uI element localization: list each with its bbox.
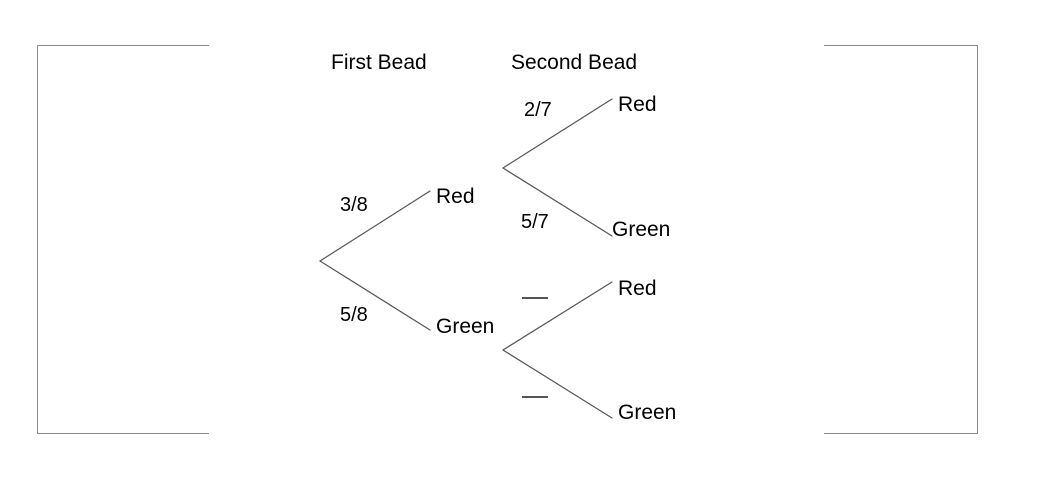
header-first-bead: First Bead	[331, 51, 427, 74]
probability-second-red-green: 5/7	[521, 211, 549, 233]
header-second-bead: Second Bead	[511, 51, 638, 74]
branch-red-green	[502, 167, 613, 237]
leaf-red-red: Red	[618, 93, 657, 116]
leaf-green-red: Red	[618, 277, 657, 300]
branch-root-red	[319, 190, 431, 262]
node-first-green: Green	[436, 315, 495, 338]
leaf-green-green: Green	[618, 401, 677, 424]
right-answer-box[interactable]	[824, 45, 978, 434]
branch-root-green	[319, 260, 431, 331]
left-answer-box[interactable]	[37, 45, 209, 434]
node-first-red: Red	[436, 185, 475, 208]
probability-first-red: 3/8	[340, 194, 368, 216]
probability-second-red-red: 2/7	[524, 99, 552, 121]
probability-second-green-red-blank[interactable]	[522, 297, 548, 299]
branch-green-green	[502, 349, 613, 419]
probability-first-green: 5/8	[340, 304, 368, 326]
probability-second-green-green-blank[interactable]	[522, 396, 548, 398]
branch-red-red	[502, 98, 613, 169]
leaf-red-green: Green	[612, 218, 671, 241]
branch-green-red	[502, 281, 613, 351]
